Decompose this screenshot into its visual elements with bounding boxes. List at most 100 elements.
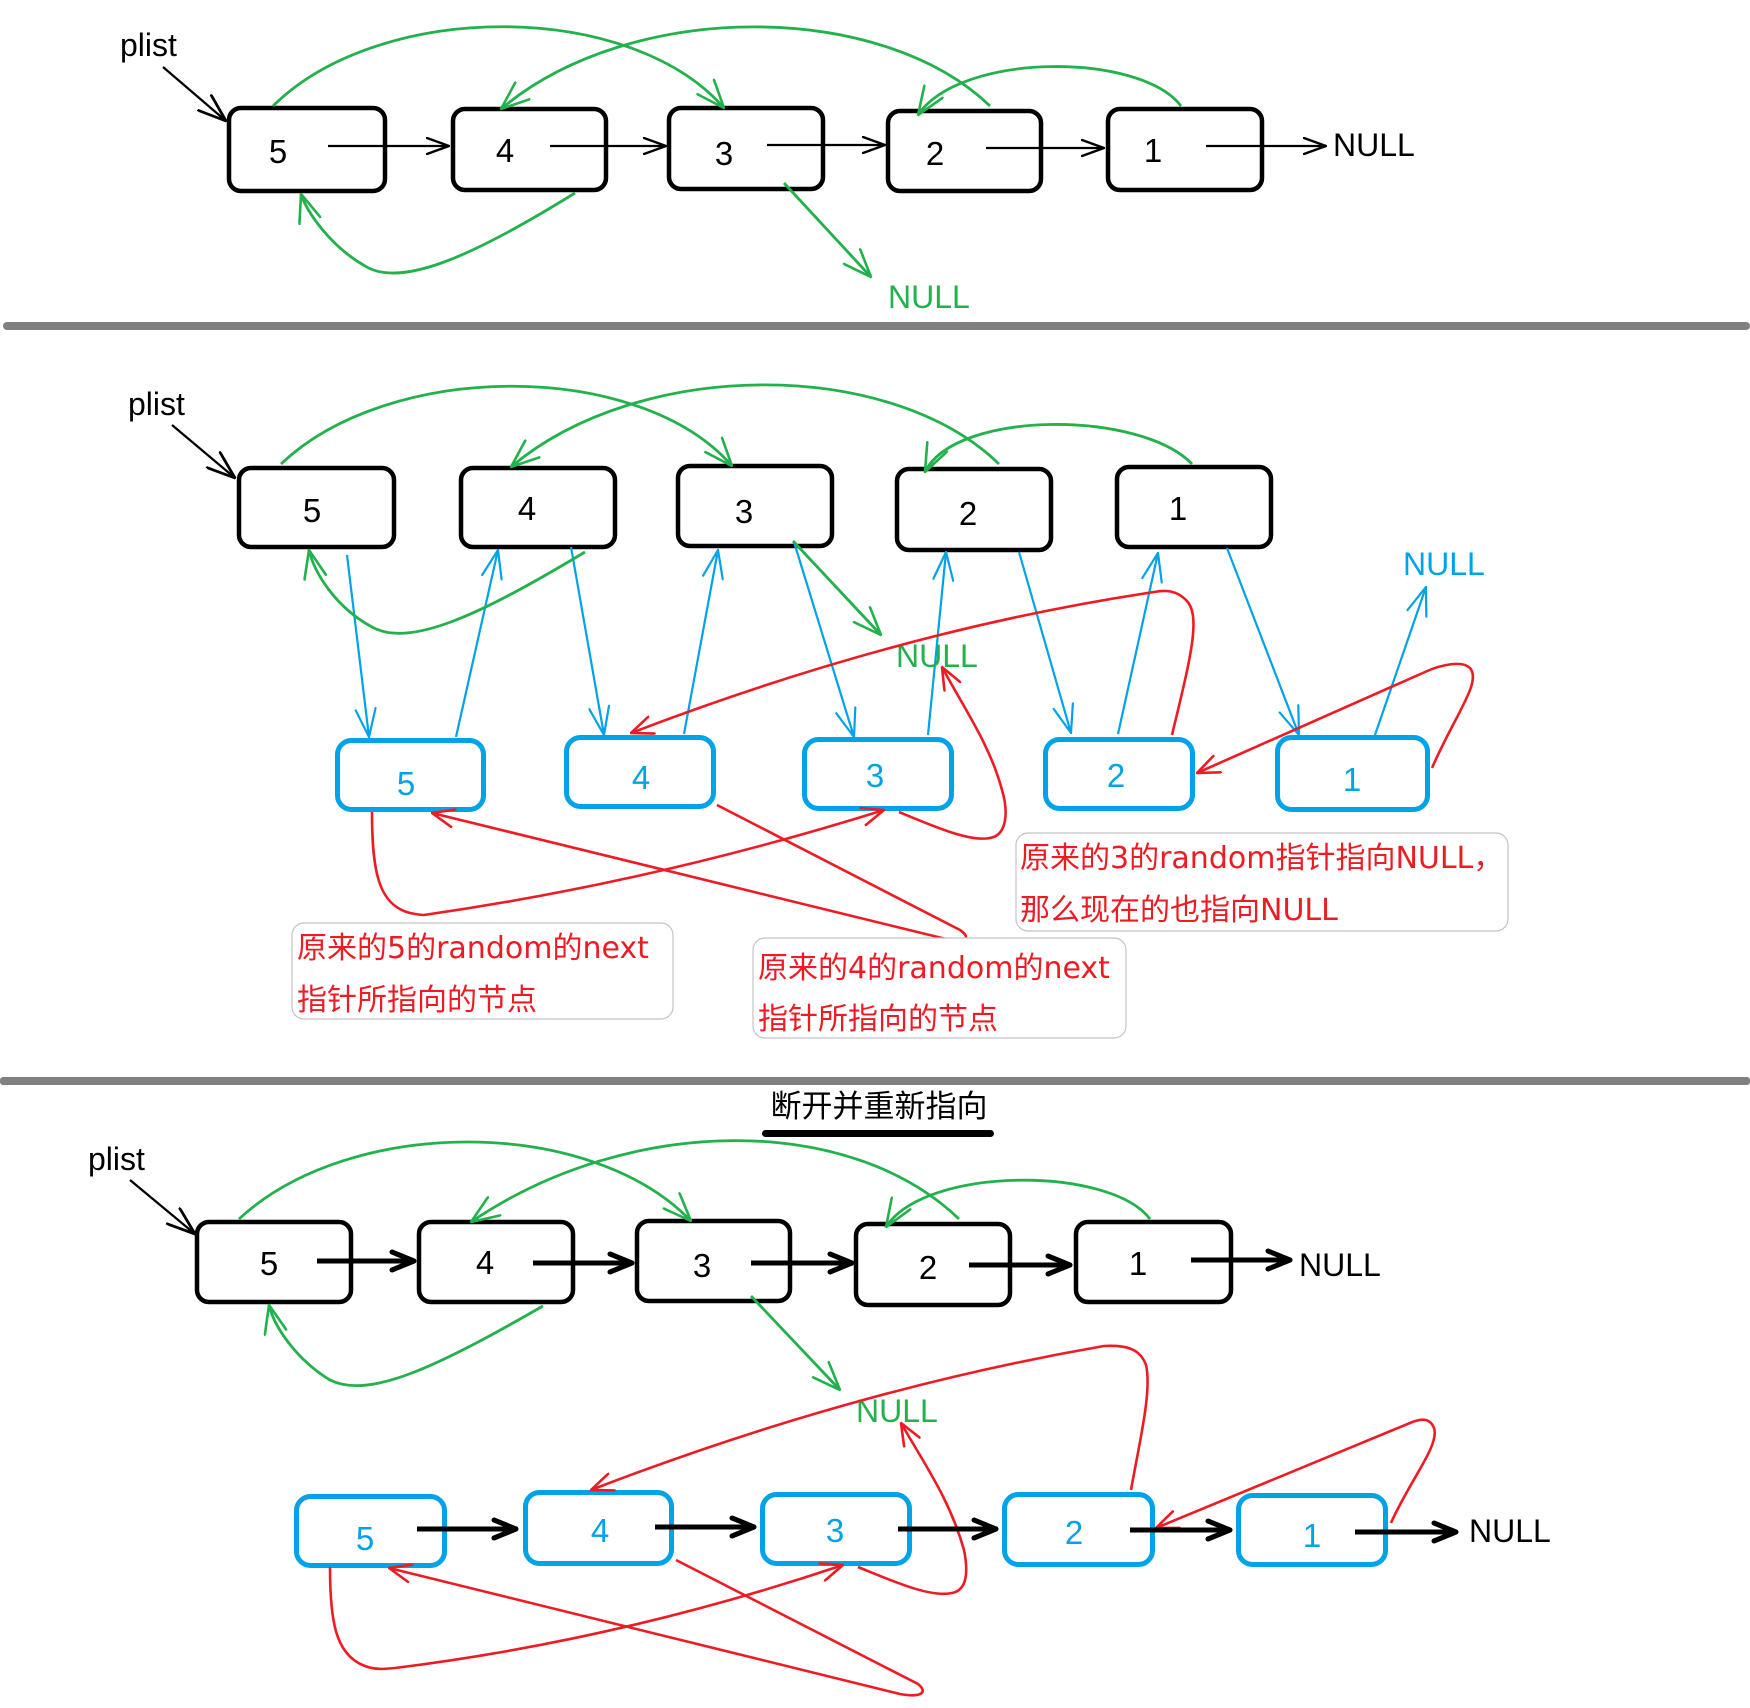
copied-random-arrow [389,1558,924,1697]
random-pointer-arrow [791,540,881,635]
copied-node-value: 3 [866,757,884,794]
list-node: 5 [226,105,388,194]
copied-node-box [1043,737,1195,811]
node-box [666,105,826,192]
copied-node-value: 1 [1303,1517,1321,1554]
random-pointer-arrow [925,423,1194,472]
panel-split-relink: 断开并重新指向 plist 5 4 3 2 1 NULL [88,1089,1551,1697]
interleave-next-arrow [1017,551,1071,733]
copied-node-value: 5 [356,1520,374,1557]
random-pointer-arrow [918,65,1183,115]
copied-random-arrow [1197,662,1475,773]
node-value: 4 [518,490,536,527]
node-box [894,466,1054,553]
head-pointer-label: plist [88,1141,145,1177]
node-value: 5 [269,133,287,170]
list-node: 2 [894,466,1054,553]
annotation-line: 原来的4的random的next [758,951,1110,986]
copied-node: 3 [802,737,954,811]
random-null-label: NULL [888,279,970,315]
copied-random-arrow [432,803,968,942]
interleave-next-arrow [569,546,604,735]
section-divider [3,322,1750,330]
head-pointer-arrow [129,1179,195,1234]
annotation-box [752,937,1127,1039]
interleave-next-arrow [345,554,369,737]
node-value: 3 [735,493,753,530]
copied-node: 5 [335,738,486,812]
null-label: NULL [1299,1247,1381,1283]
random-pointer-arrow [280,384,732,466]
annotation-copy5-random: 原来的5的random的next 指针所指向的节点 [291,922,674,1020]
annotation-box [291,922,674,1020]
copied-node-box [335,738,486,812]
copied-node-value: 3 [826,1512,844,1549]
node-box [1105,106,1265,193]
copied-node: 4 [523,1490,674,1566]
random-pointer-arrow [511,383,1000,467]
random-pointer-arrow [301,193,576,275]
node-value: 5 [260,1245,278,1282]
random-pointer-arrow [269,1305,544,1388]
random-pointer-arrow [309,550,586,635]
copied-node: 2 [1043,737,1195,811]
list-node: 1 [1114,464,1274,550]
random-pointer-arrow [272,25,724,108]
copied-node-value: 5 [397,765,415,802]
interleave-next-arrow [1225,547,1299,735]
random-pointer-arrow [238,1140,691,1221]
copied-node-box [1275,735,1430,812]
node-value: 2 [926,135,944,172]
annotation-line: 指针所指向的节点 [758,1002,998,1037]
annotation-copy4-random: 原来的4的random的next 指针所指向的节点 [752,937,1127,1039]
random-pointer-arrow [886,1178,1152,1227]
interleave-next-arrow [926,552,946,736]
interleave-next-arrow [454,550,498,738]
copied-node: 4 [564,735,716,809]
list-node: 3 [675,463,835,549]
copied-random-arrow [631,589,1195,736]
node-box [226,105,388,194]
list-node: 4 [450,106,609,193]
copied-node-value: 2 [1065,1514,1083,1551]
copied-node-box [564,735,716,809]
copied-node: 3 [760,1492,912,1566]
annotation-line: 那么现在的也指向NULL [1020,893,1338,928]
section-title: 断开并重新指向 [771,1089,988,1125]
head-pointer-arrow [171,424,235,478]
annotation-line: 原来的5的random的next [297,931,649,966]
node-box [1114,464,1274,550]
copied-random-arrow [857,1423,968,1596]
copied-random-arrow [591,1344,1149,1490]
list-node: 4 [458,465,618,550]
node-value: 2 [959,495,977,532]
section-divider [0,1077,1750,1085]
node-value: 5 [303,492,321,529]
node-value: 4 [496,132,514,169]
copied-tail-null-label: NULL [1403,546,1485,582]
node-box [885,108,1044,194]
node-value: 1 [1169,490,1187,527]
node-value: 2 [919,1249,937,1286]
node-value: 1 [1129,1245,1147,1282]
annotation-box [1015,832,1509,932]
head-pointer-arrow [162,66,226,121]
node-box [458,465,618,550]
random-pointer-arrow [782,182,871,277]
list-node: 3 [666,105,826,192]
node-box [450,106,609,193]
copied-node-value: 4 [591,1512,609,1549]
interleave-next-arrow [792,541,854,737]
panel-interleaved-copies: plist 5 4 3 2 1 5 4 [128,383,1509,1039]
interleave-next-arrow [1373,587,1426,736]
random-pointer-arrow [749,1295,840,1390]
head-pointer-label: plist [128,386,185,422]
node-box [675,463,835,549]
list-node: 1 [1105,106,1265,193]
title-underline [762,1130,994,1137]
annotation-copy3-random-null: 原来的3的random指针指向NULL， 那么现在的也指向NULL [1015,832,1509,932]
head-pointer-label: plist [120,27,177,63]
copied-random-arrow [898,667,1007,840]
list-node: 2 [885,108,1044,194]
interleave-next-arrow [682,550,718,735]
